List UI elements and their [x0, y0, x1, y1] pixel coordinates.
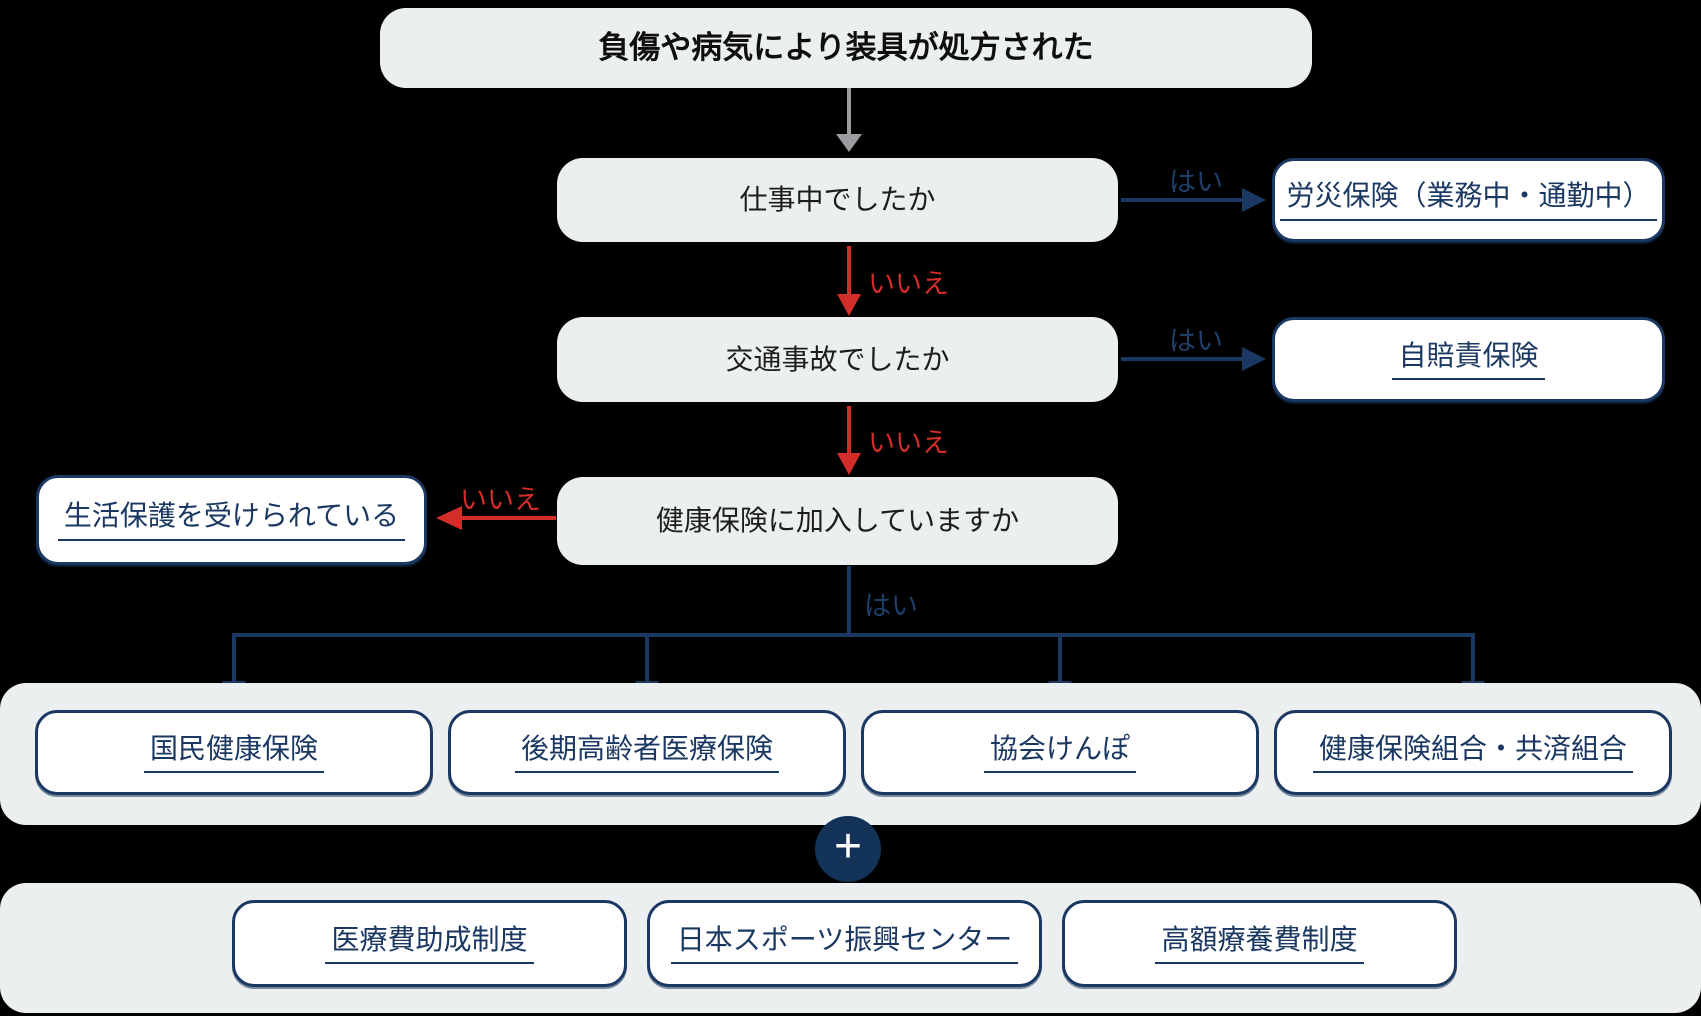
insurance-kumiai-kyousai-link[interactable]: 健康保険組合・共済組合: [1274, 710, 1672, 795]
yes-label-work: はい: [1169, 167, 1223, 197]
insurance-kyoukai-kenpo-link[interactable]: 協会けんぽ: [861, 710, 1259, 795]
result-welfare-label: 生活保護を受けられている: [57, 499, 406, 541]
result-jibaiseki-insurance-link[interactable]: 自賠責保険: [1272, 317, 1665, 402]
result-welfare-link[interactable]: 生活保護を受けられている: [36, 475, 427, 565]
no-label-traffic: いいえ: [868, 428, 949, 458]
result-jibaiseki-insurance-label: 自賠責保険: [1392, 339, 1545, 381]
question-health-insurance-node: 健康保険に加入していますか: [557, 477, 1118, 565]
question-work-node: 仕事中でしたか: [557, 158, 1118, 242]
result-rosai-insurance-link[interactable]: 労災保険（業務中・通勤中）: [1272, 158, 1665, 242]
support-iryouhi-josei-link[interactable]: 医療費助成制度: [232, 900, 627, 987]
insurance-kokumin-label: 国民健康保険: [143, 732, 324, 774]
support-iryouhi-josei-label: 医療費助成制度: [325, 923, 534, 965]
start-node: 負傷や病気により装具が処方された: [380, 8, 1312, 88]
question-traffic-node: 交通事故でしたか: [557, 317, 1118, 402]
insurance-kokumin-link[interactable]: 国民健康保険: [35, 710, 433, 795]
support-kougaku-ryouyouhi-label: 高額療養費制度: [1155, 923, 1364, 965]
yes-label-traffic: はい: [1169, 326, 1223, 356]
plus-icon: +: [815, 816, 881, 882]
no-label-work: いいえ: [868, 269, 949, 299]
yes-label-insurance: はい: [864, 591, 918, 621]
result-rosai-insurance-label: 労災保険（業務中・通勤中）: [1280, 179, 1657, 221]
no-label-insurance: いいえ: [460, 485, 541, 515]
insurance-kyoukai-kenpo-label: 協会けんぽ: [983, 732, 1136, 774]
support-japan-sport-council-label: 日本スポーツ振興センター: [670, 923, 1019, 965]
insurance-kouki-koureisha-label: 後期高齢者医療保険: [514, 732, 779, 774]
support-kougaku-ryouyouhi-link[interactable]: 高額療養費制度: [1062, 900, 1457, 987]
insurance-kumiai-kyousai-label: 健康保険組合・共済組合: [1312, 732, 1633, 774]
support-japan-sport-council-link[interactable]: 日本スポーツ振興センター: [647, 900, 1042, 987]
insurance-kouki-koureisha-link[interactable]: 後期高齢者医療保険: [448, 710, 846, 795]
